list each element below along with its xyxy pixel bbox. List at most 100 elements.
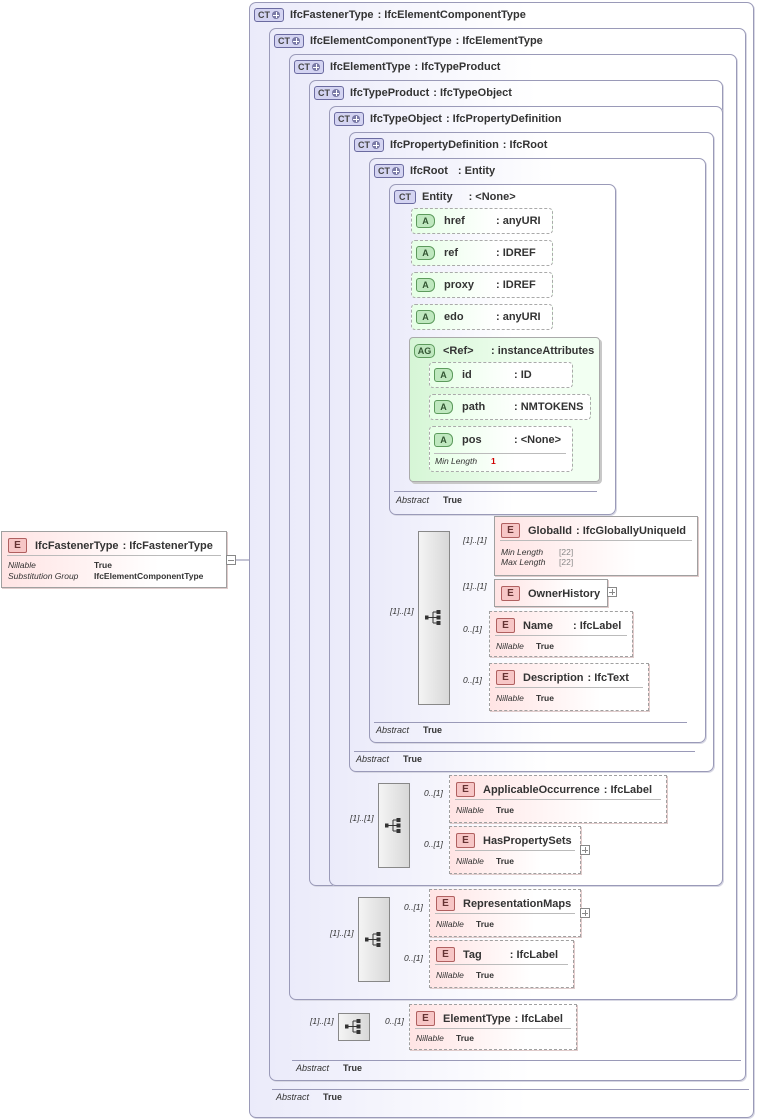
facet-value: 1 — [491, 456, 496, 466]
prop-value: IfcElementComponentType — [94, 571, 204, 581]
expand-toggle[interactable] — [580, 845, 590, 855]
prop-label: Nillable — [496, 693, 524, 703]
complex-type-icon: CT — [274, 34, 304, 48]
facet-label: Max Length — [501, 557, 546, 567]
element-name: ApplicableOccurrence — [483, 783, 600, 796]
element-header: E GlobalId : IfcGloballyUniqueId — [501, 523, 686, 538]
element-name: ElementType — [443, 1012, 511, 1025]
element-name: Name — [523, 619, 553, 632]
ct-base: : IfcPropertyDefinition — [445, 113, 562, 125]
prop-value: True — [456, 1033, 474, 1043]
ct-header: CT IfcTypeProduct : IfcTypeObject — [314, 85, 512, 101]
attribute-type: : anyURI — [496, 215, 541, 227]
ct-header: CT IfcElementComponentType : IfcElementT… — [274, 33, 543, 49]
abstract-label: Abstract — [276, 1092, 310, 1102]
element-name: OwnerHistory — [528, 587, 601, 600]
prop-value: True — [94, 560, 112, 570]
expand-toggle[interactable] — [580, 908, 590, 918]
ct-base: : IfcTypeProduct — [414, 61, 501, 73]
element-multiplicity: 0..[1] — [424, 839, 443, 849]
collapse-toggle[interactable] — [226, 555, 236, 565]
prop-label: Nillable — [496, 641, 524, 651]
element-type: : IfcLabel — [509, 948, 559, 961]
sequence-type-product — [358, 897, 390, 982]
root-element-ifcfastenertype[interactable]: E IfcFastenerType : IfcFastenerType Nill… — [1, 531, 227, 588]
element-icon: E — [436, 896, 455, 911]
complex-type-icon: CT — [394, 190, 416, 204]
element-name: Description — [523, 671, 584, 684]
sequence-multiplicity: [1]..[1] — [390, 606, 414, 616]
sequence-multiplicity: [1]..[1] — [350, 813, 374, 823]
sequence-icon — [365, 932, 381, 947]
ct-name: IfcFastenerType — [290, 9, 374, 21]
element-icon: E — [436, 947, 455, 962]
sequence-root — [418, 531, 450, 705]
ct-base: : IfcTypeObject — [433, 87, 512, 99]
ct-base: : IfcElementType — [455, 35, 543, 47]
attribute-name: path — [462, 401, 486, 413]
ct-base: : <None> — [468, 191, 516, 203]
element-icon: E — [496, 618, 515, 633]
abstract-label: Abstract — [296, 1063, 330, 1073]
element-ownerhistory[interactable]: E OwnerHistory — [494, 579, 608, 607]
element-type: : IfcText — [587, 671, 629, 684]
prop-label: Nillable — [456, 856, 484, 866]
element-multiplicity: 0..[1] — [404, 953, 423, 963]
attribute-type: : IDREF — [496, 279, 536, 291]
attribute-group-name: <Ref> — [443, 345, 474, 357]
attribute-ref: A ref : IDREF — [411, 240, 553, 266]
ct-header: CT Entity : <None> — [394, 189, 516, 205]
abstract-value: True — [423, 725, 443, 735]
attribute-name: id — [462, 369, 472, 381]
element-globalid[interactable]: E GlobalId : IfcGloballyUniqueId Min Len… — [494, 516, 698, 576]
complex-type-icon: CT — [314, 86, 344, 100]
abstract-value: True — [323, 1092, 343, 1102]
ct-header: CT IfcPropertyDefinition : IfcRoot — [354, 137, 547, 153]
prop-value: True — [496, 805, 514, 815]
abstract-label: Abstract — [396, 495, 430, 505]
element-type: : IfcLabel — [603, 783, 653, 796]
element-multiplicity: 0..[1] — [385, 1016, 404, 1026]
element-icon: E — [501, 523, 520, 538]
attribute-icon: A — [416, 278, 435, 292]
badge-label: CT — [258, 10, 270, 20]
prop-label: Nillable — [8, 560, 36, 570]
prop-value: True — [476, 970, 494, 980]
ct-name: Entity — [422, 191, 453, 203]
abstract-label: Abstract — [356, 754, 390, 764]
ct-header: CT IfcElementType : IfcTypeProduct — [294, 59, 500, 75]
expand-toggle[interactable] — [607, 587, 617, 597]
badge-label: CT — [278, 36, 290, 46]
prop-value: True — [496, 856, 514, 866]
badge-label: CT — [338, 114, 350, 124]
element-type: : IfcGloballyUniqueId — [576, 524, 687, 537]
badge-label: CT — [399, 192, 411, 202]
ct-name: IfcElementType — [330, 61, 411, 73]
complex-type-icon: CT — [294, 60, 324, 74]
prop-label: Substitution Group — [8, 571, 79, 581]
attribute-icon: A — [434, 400, 453, 414]
badge-label: CT — [378, 166, 390, 176]
element-multiplicity: 0..[1] — [424, 788, 443, 798]
element-applicableoccurrence[interactable]: E ApplicableOccurrence : IfcLabel Nillab… — [449, 775, 667, 823]
attribute-icon: A — [416, 246, 435, 260]
element-prop: Nillable True — [8, 560, 112, 570]
attribute-type: : NMTOKENS — [514, 401, 584, 413]
attribute-icon: A — [416, 214, 435, 228]
element-header: E Name : IfcLabel — [496, 618, 621, 633]
attribute-group-icon: AG — [414, 344, 435, 358]
abstract-line: Abstract True — [276, 1092, 342, 1102]
element-icon: E — [456, 833, 475, 848]
element-multiplicity: 0..[1] — [463, 675, 482, 685]
